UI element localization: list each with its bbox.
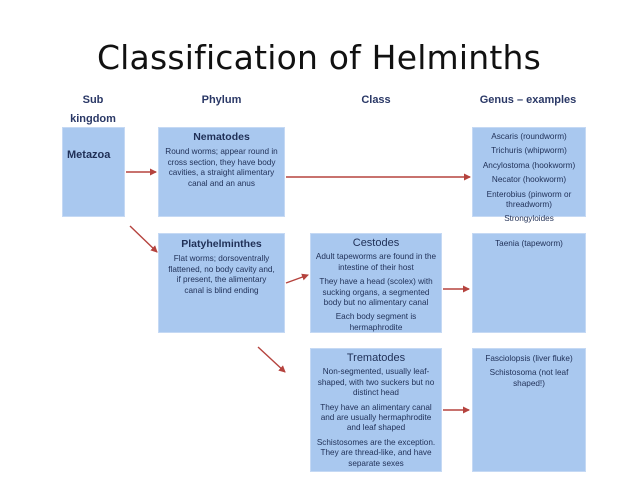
genus-item: Trichuris (whipworm): [491, 146, 567, 156]
genus-item: Ancylostoma (hookworm): [482, 160, 576, 170]
header-subkingdom: Sub kingdom: [70, 94, 116, 125]
page-title: Classification of Helminths: [96, 38, 542, 77]
nematodes-desc: Round worms; appear round in cross secti…: [165, 147, 278, 188]
genus-item: Strongyloides: [504, 214, 554, 224]
header-genus: Genus – examples: [479, 94, 577, 106]
cestodes-genus-box: Taenia (tapeworm): [472, 233, 586, 333]
genus-item: Enterobius (pinworm or threadworm): [486, 189, 572, 210]
arrow-metazoa-to-platyhelminthes: [129, 225, 158, 253]
genus-item: Ascaris (roundworm): [491, 132, 567, 141]
cestodes-line: They have a head (scolex) with sucking o…: [319, 277, 433, 308]
trematodes-genus-box: Fasciolopsis (liver fluke) Schistosoma (…: [472, 348, 586, 472]
subkingdom-label: Metazoa: [67, 149, 111, 161]
cestodes-title: Cestodes: [352, 237, 400, 249]
header-class: Class: [361, 94, 391, 106]
trematodes-title: Trematodes: [346, 352, 406, 364]
arrow-platyhelminthes-to-trematodes: [257, 346, 286, 373]
nematodes-genus-box: Ascaris (roundworm) Trichuris (whipworm)…: [472, 127, 586, 223]
nematodes-title: Nematodes: [193, 131, 250, 143]
genus-item: Fasciolopsis (liver fluke): [485, 354, 573, 363]
subkingdom-box: Metazoa: [62, 127, 125, 217]
cestodes-line: Each body segment is hermaphrodite: [335, 312, 417, 332]
platyhelminthes-desc: Flat worms; dorsoventrally flattened, no…: [168, 254, 275, 295]
cestodes-box: Cestodes Adult tapeworms are found in th…: [310, 233, 442, 333]
trematodes-box: Trematodes Non-segmented, usually leaf-s…: [310, 348, 442, 472]
arrow-platyhelminthes-to-cestodes: [285, 273, 309, 284]
genus-item: Necator (hookworm): [491, 175, 567, 185]
header-phylum: Phylum: [201, 94, 242, 106]
trematodes-line: Non-segmented, usually leaf-shaped, with…: [317, 367, 435, 398]
trematodes-line: Schistosomes are the exception. They are…: [316, 437, 436, 468]
genus-item: Schistosoma (not leaf shaped!): [489, 368, 569, 388]
genus-item: Taenia (tapeworm): [495, 239, 563, 248]
trematodes-line: They have an alimentary canal and are us…: [320, 402, 432, 433]
nematodes-box: Nematodes Round worms; appear round in c…: [158, 127, 285, 217]
cestodes-line: Adult tapeworms are found in the intesti…: [315, 252, 437, 272]
platyhelminthes-box: Platyhelminthes Flat worms; dorsoventral…: [158, 233, 285, 333]
platyhelminthes-title: Platyhelminthes: [181, 238, 262, 250]
